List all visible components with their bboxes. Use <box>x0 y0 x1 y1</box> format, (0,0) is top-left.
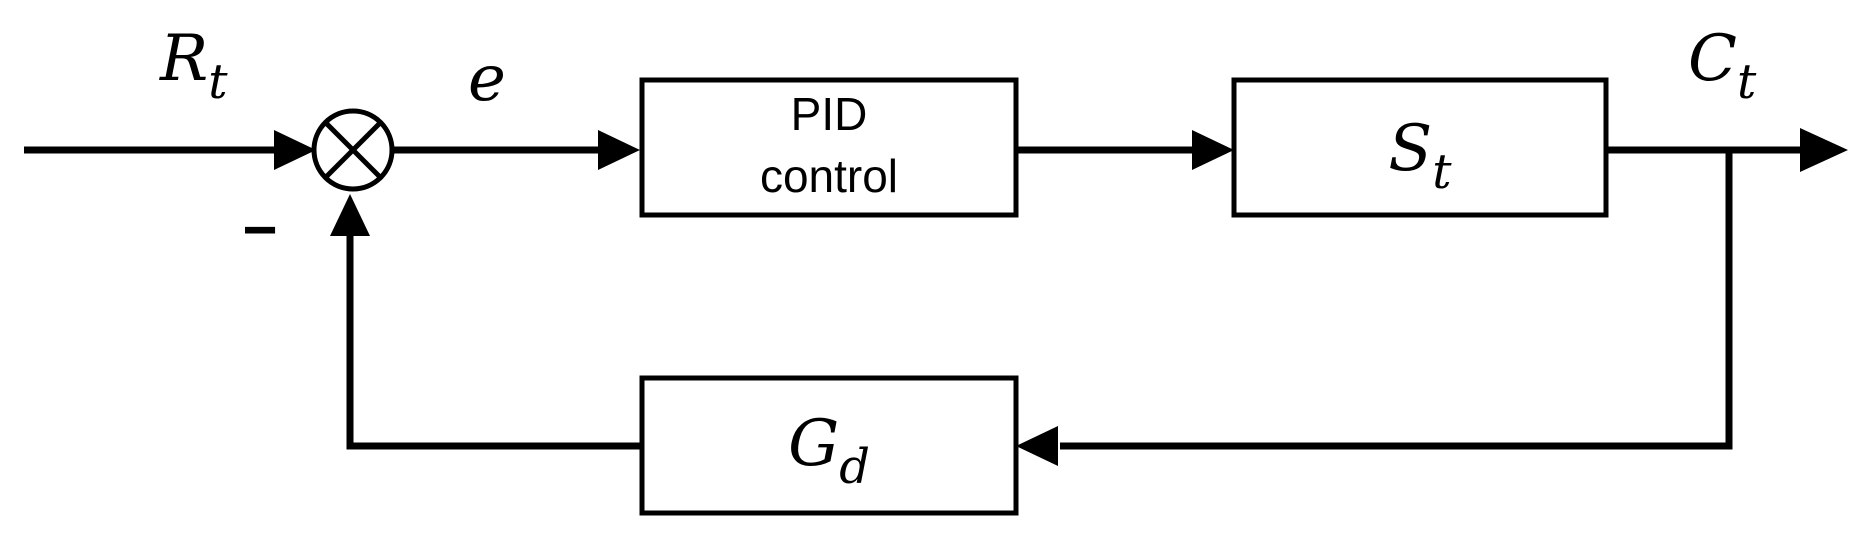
feedback-arrowhead <box>1016 426 1058 466</box>
output-signal-label: Ct <box>1688 22 1757 110</box>
system-label: St <box>1388 112 1452 200</box>
pid-control-label-line2: control <box>760 150 898 202</box>
feedback-pickoff-line <box>1060 150 1733 450</box>
reference-signal-label: Rt <box>159 22 228 110</box>
pid-control-block: PID control <box>639 77 1019 218</box>
system-block: St <box>1231 77 1609 218</box>
error-signal-label: e <box>468 42 506 116</box>
input-arrowhead <box>274 130 316 170</box>
error-arrowhead <box>598 130 640 170</box>
output-arrowhead <box>1800 128 1848 172</box>
feedback-minus-sign: − <box>242 196 277 263</box>
feedback-return-line <box>346 236 642 450</box>
feedback-block: Gd <box>639 375 1019 516</box>
summing-junction <box>311 108 395 192</box>
pid-control-label-line1: PID <box>791 88 868 140</box>
feedback-label: Gd <box>788 407 870 495</box>
feedback-return-arrowhead <box>330 194 370 236</box>
control-arrowhead <box>1192 130 1234 170</box>
